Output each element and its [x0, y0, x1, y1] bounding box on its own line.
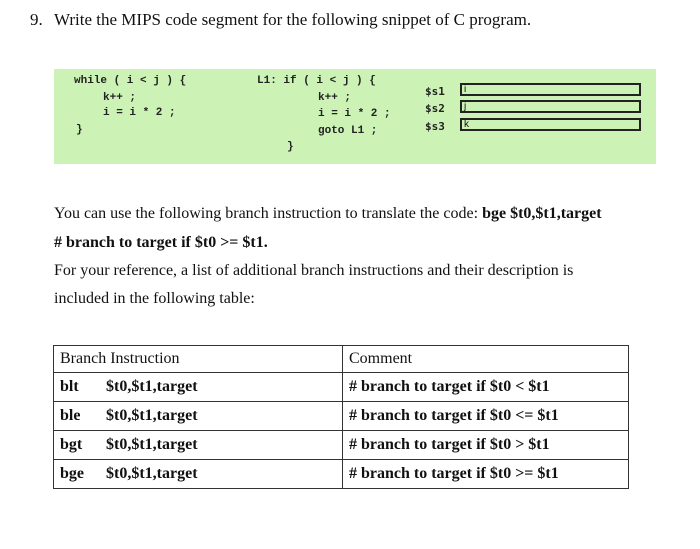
register-s3-box: k	[460, 118, 641, 131]
c-code-line-4: }	[76, 124, 83, 136]
table-row: blt $t0,$t1,target # branch to target if …	[53, 372, 629, 402]
comment-cell: # branch to target if $t0 >= $t1	[342, 459, 629, 489]
instruction-cell: ble $t0,$t1,target	[53, 401, 343, 431]
table-header-row: Branch Instruction Comment	[53, 345, 629, 373]
c-code-line-3: i = i * 2 ;	[103, 107, 176, 119]
instruction-paragraph-line-3: For your reference, a list of additional…	[54, 262, 574, 279]
instruction-op: bgt	[60, 436, 83, 453]
instruction-paragraph-line-1: You can use the following branch instruc…	[54, 205, 602, 223]
branch-instruction-table: Branch Instruction Comment blt $t0,$t1,ta…	[53, 345, 629, 489]
c-code-line-1: while ( i < j ) {	[74, 75, 187, 87]
goto-code-line-3: i = i * 2 ;	[318, 108, 391, 120]
register-s3-value: k	[464, 119, 469, 130]
table-row: bgt $t0,$t1,target # branch to target if …	[53, 430, 629, 460]
register-s1-box: i	[460, 83, 641, 96]
goto-code-line-2: k++ ;	[318, 92, 352, 104]
goto-code-line-1: L1: if ( i < j ) {	[257, 75, 376, 87]
register-s3-label: $s3	[425, 120, 445, 133]
register-s2-label: $s2	[425, 102, 445, 115]
instruction-cell: bge $t0,$t1,target	[53, 459, 343, 489]
instruction-args: $t0,$t1,target	[106, 407, 198, 424]
question-title: 9. Write the MIPS code segment for the fo…	[30, 10, 531, 30]
instruction-args: $t0,$t1,target	[106, 436, 198, 453]
instruction-intro: You can use the following branch instruc…	[54, 205, 483, 222]
instruction-op: bge	[60, 465, 84, 482]
instruction-args: $t0,$t1,target	[106, 465, 198, 482]
question-text: Write the MIPS code segment for the foll…	[54, 10, 532, 29]
table-header-instruction: Branch Instruction	[53, 345, 343, 373]
table-row: ble $t0,$t1,target # branch to target if …	[53, 401, 629, 431]
instruction-cell: bgt $t0,$t1,target	[53, 430, 343, 460]
register-s2-box: j	[460, 100, 641, 113]
question-number: 9.	[30, 10, 43, 29]
register-s1-value: i	[464, 84, 467, 95]
comment-cell: # branch to target if $t0 > $t1	[342, 430, 629, 460]
instruction-cell: blt $t0,$t1,target	[53, 372, 343, 402]
bge-comment: # branch to target if $t0 >= $t1.	[54, 234, 268, 251]
comment-cell: # branch to target if $t0 <= $t1	[342, 401, 629, 431]
goto-code-line-4: goto L1 ;	[318, 125, 378, 137]
c-code-line-2: k++ ;	[103, 92, 137, 104]
goto-code-line-5: }	[287, 141, 294, 153]
instruction-op: blt	[60, 378, 79, 395]
register-s1-label: $s1	[425, 85, 445, 98]
bge-instruction: bge $t0,$t1,target	[482, 205, 602, 222]
instruction-args: $t0,$t1,target	[106, 378, 198, 395]
table-header-comment: Comment	[342, 345, 629, 373]
table-row: bge $t0,$t1,target # branch to target if …	[53, 459, 629, 489]
comment-cell: # branch to target if $t0 < $t1	[342, 372, 629, 402]
instruction-op: ble	[60, 407, 81, 424]
register-s2-value: j	[464, 101, 467, 112]
instruction-paragraph-line-2: # branch to target if $t0 >= $t1.	[54, 234, 268, 252]
instruction-paragraph-line-4: included in the following table:	[54, 290, 255, 307]
